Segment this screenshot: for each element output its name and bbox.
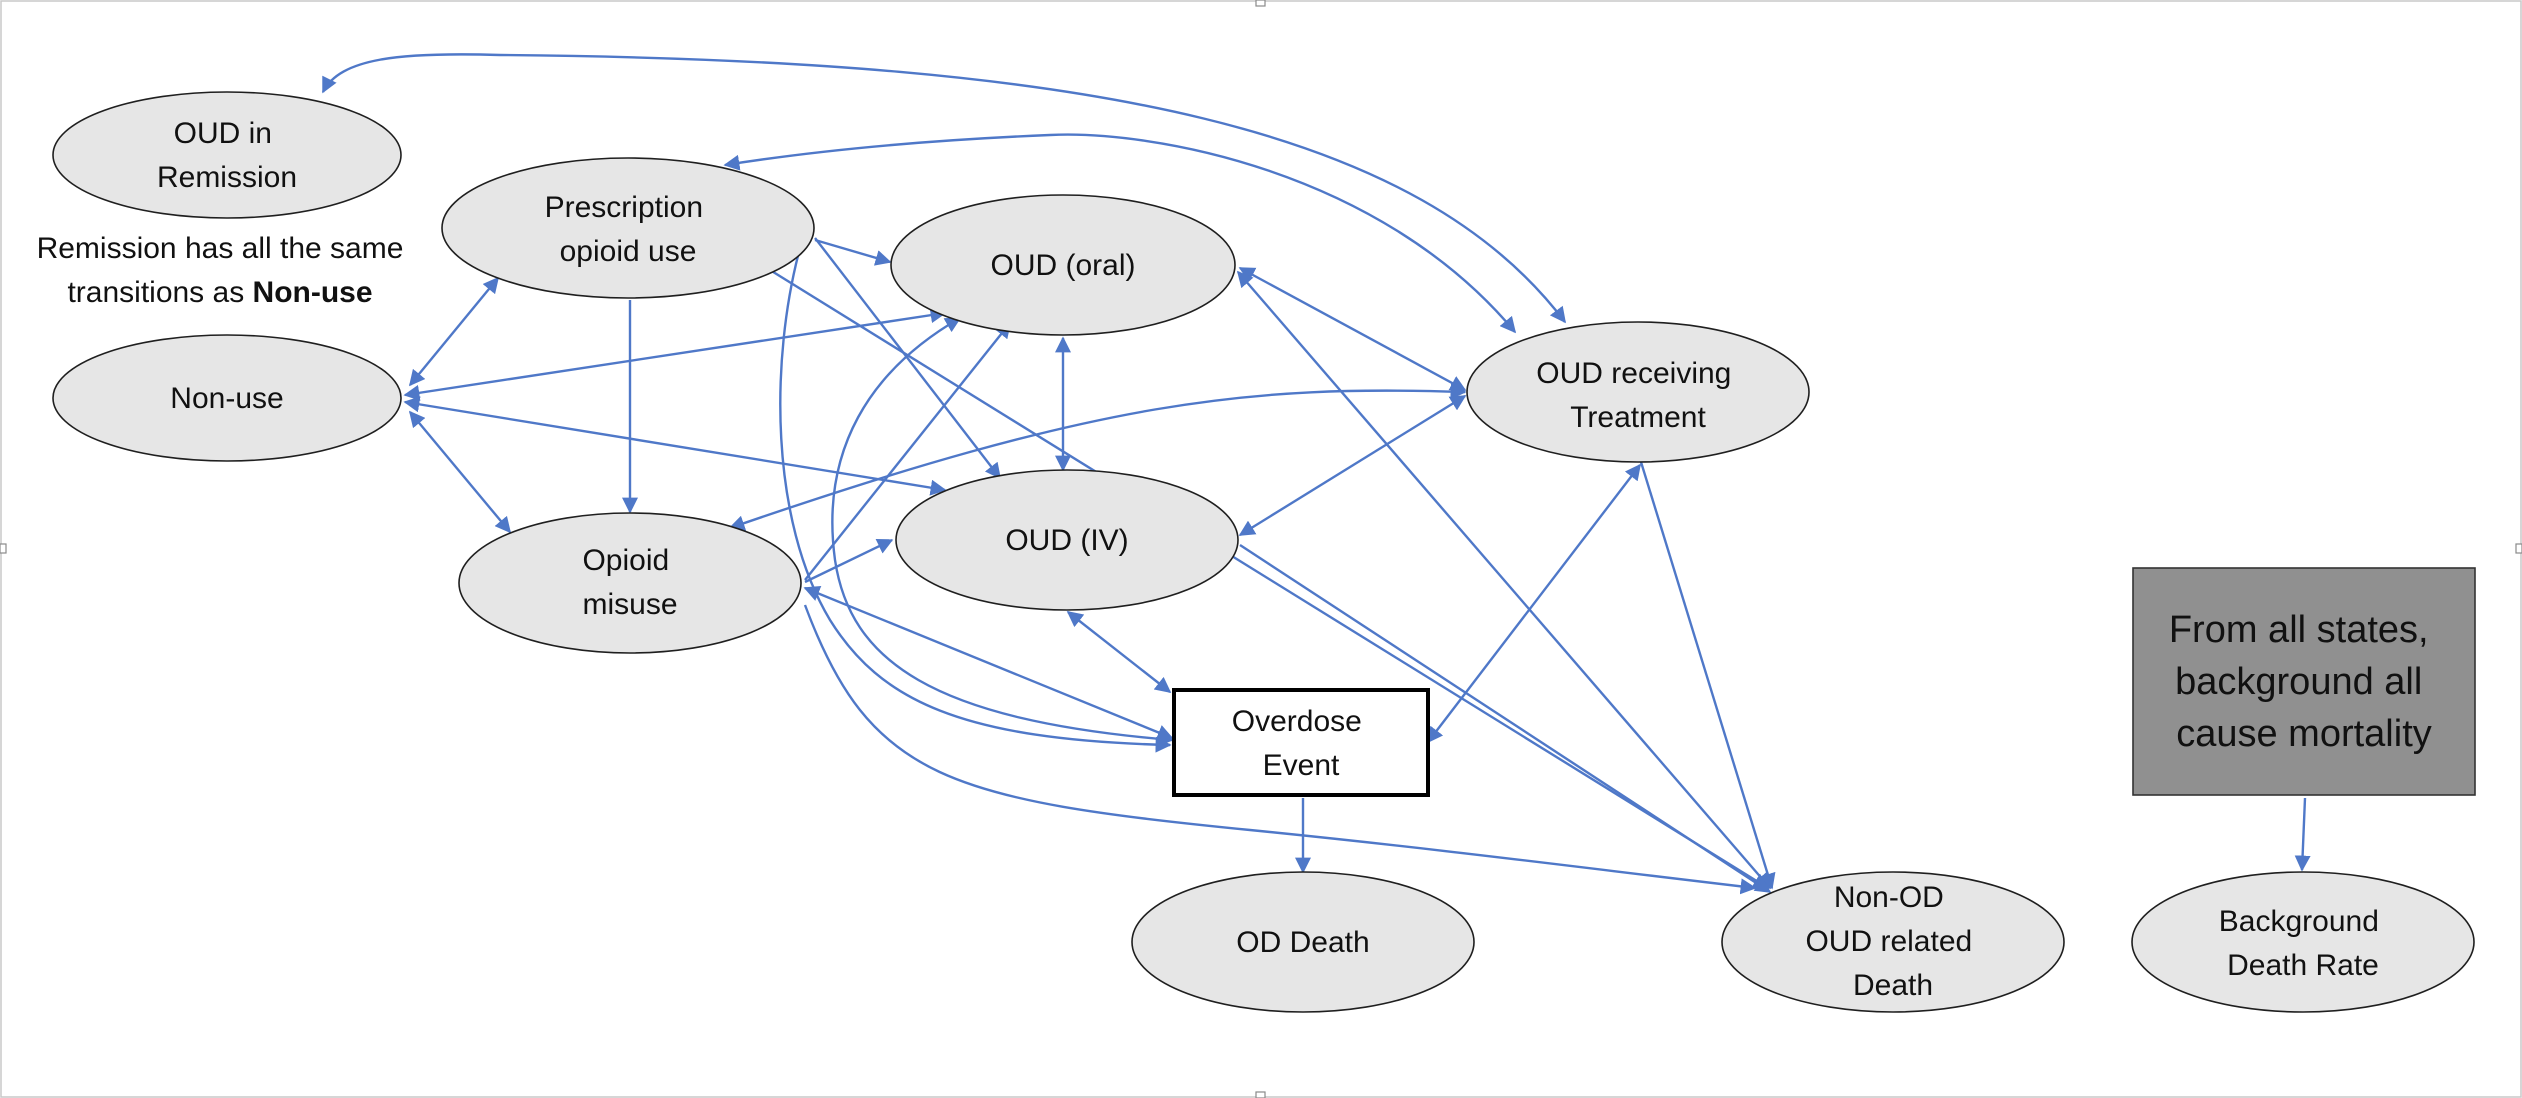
non-od-line3: Death xyxy=(1853,969,1933,1002)
non-od-line2: OUD related xyxy=(1805,925,1972,958)
arrow-nonuse-prescription xyxy=(408,276,500,387)
misuse-line2: misuse xyxy=(582,588,677,621)
od-death-label: OD Death xyxy=(1236,926,1369,959)
svg-text:Overdose Event: Overdose Event xyxy=(1232,705,1370,782)
node-oud-remission: OUD in Remission xyxy=(52,91,402,219)
arrow-treatment-prescription xyxy=(723,133,1517,334)
oud-treatment-line1: OUD receiving xyxy=(1536,357,1731,390)
remission-note: Remission has all the same transitions a… xyxy=(37,232,404,309)
remission-note-bold: Non-use xyxy=(253,276,373,309)
node-od-death: OD Death xyxy=(1131,871,1475,1013)
svg-text:OUD in Remission: OUD in Remission xyxy=(157,117,297,194)
misuse-line1: Opioid xyxy=(582,544,669,577)
non-od-line1: Non-OD xyxy=(1834,881,1944,914)
arrow-nonuse-misuse xyxy=(408,410,512,534)
arrow-oral-treatment xyxy=(1238,266,1467,392)
remission-note-line1: Remission has all the same xyxy=(37,232,404,265)
remission-note-prefix: transitions as xyxy=(67,276,252,309)
arrow-iv-overdose xyxy=(1066,611,1172,693)
svg-text:Non-OD OUD related: Non-OD OUD related Death xyxy=(1805,881,1980,1002)
oud-iv-label: OUD (IV) xyxy=(1005,524,1128,557)
non-use-label: Non-use xyxy=(170,382,283,415)
node-oud-treatment: OUD receiving Treatment xyxy=(1466,321,1810,463)
background-death-line2: Death Rate xyxy=(2227,949,2379,982)
overdose-line2: Event xyxy=(1263,749,1340,782)
svg-text:OD Death: OD Death xyxy=(1236,926,1369,959)
node-background-note: From all states, background all cause mo… xyxy=(2132,567,2476,796)
oud-oral-label: OUD (oral) xyxy=(990,249,1135,282)
arrow-misuse-overdose xyxy=(803,586,1174,740)
oud-treatment-line2: Treatment xyxy=(1570,401,1706,434)
arrow-background-death xyxy=(2294,797,2311,872)
overdose-line1: Overdose xyxy=(1232,705,1362,738)
arrow-misuse-iv xyxy=(804,538,894,584)
prescription-line1: Prescription xyxy=(545,191,703,224)
svg-text:Prescription opioid: Prescription opioid use xyxy=(545,191,712,268)
node-non-use: Non-use xyxy=(52,334,402,462)
transition-arrows xyxy=(321,53,2311,895)
node-overdose-event: Overdose Event xyxy=(1172,688,1430,797)
state-nodes: OUD in Remission Prescription opioid use… xyxy=(52,91,2476,1013)
oud-remission-line1: OUD in xyxy=(174,117,272,150)
svg-text:Non-use: Non-use xyxy=(170,382,283,415)
remission-note-line2: transitions as Non-use xyxy=(67,276,372,309)
background-death-line1: Background xyxy=(2219,905,2379,938)
svg-text:Opioid misuse: Opioid misuse xyxy=(582,544,677,621)
arrow-treatment-iv xyxy=(1238,394,1467,537)
node-oud-iv: OUD (IV) xyxy=(895,469,1239,611)
svg-text:OUD (IV): OUD (IV) xyxy=(1005,524,1128,557)
node-prescription: Prescription opioid use xyxy=(441,157,815,299)
background-note-line3: cause mortality xyxy=(2176,713,2432,755)
arrow-treatment-nonod xyxy=(1639,461,1776,890)
arrow-oral-overdose xyxy=(831,316,1174,747)
node-non-od-death: Non-OD OUD related Death xyxy=(1721,871,2065,1013)
svg-text:Background Death Rat: Background Death Rate xyxy=(2219,905,2387,982)
node-background-death: Background Death Rate xyxy=(2131,871,2475,1013)
arrow-treatment-overdose xyxy=(1427,463,1641,744)
background-note-line1: From all states, xyxy=(2169,609,2429,651)
svg-text:OUD receiving Treatm: OUD receiving Treatment xyxy=(1536,357,1739,434)
oud-remission-line2: Remission xyxy=(157,161,297,194)
svg-text:From all states, bac: From all states, background all cause mo… xyxy=(2169,609,2439,755)
arrow-nonuse-iv xyxy=(403,396,947,496)
arrow-nonuse-oral xyxy=(403,307,947,401)
svg-text:OUD (oral): OUD (oral) xyxy=(990,249,1135,282)
arrow-prescription-oral xyxy=(814,238,892,266)
node-oud-oral: OUD (oral) xyxy=(890,194,1236,336)
background-note-line2: background all xyxy=(2175,661,2422,703)
node-opioid-misuse: Opioid misuse xyxy=(458,512,802,654)
prescription-line2: opioid use xyxy=(560,235,697,268)
arrow-misuse-nonod xyxy=(803,604,1757,895)
arrow-iv-nonod xyxy=(1239,543,1772,894)
